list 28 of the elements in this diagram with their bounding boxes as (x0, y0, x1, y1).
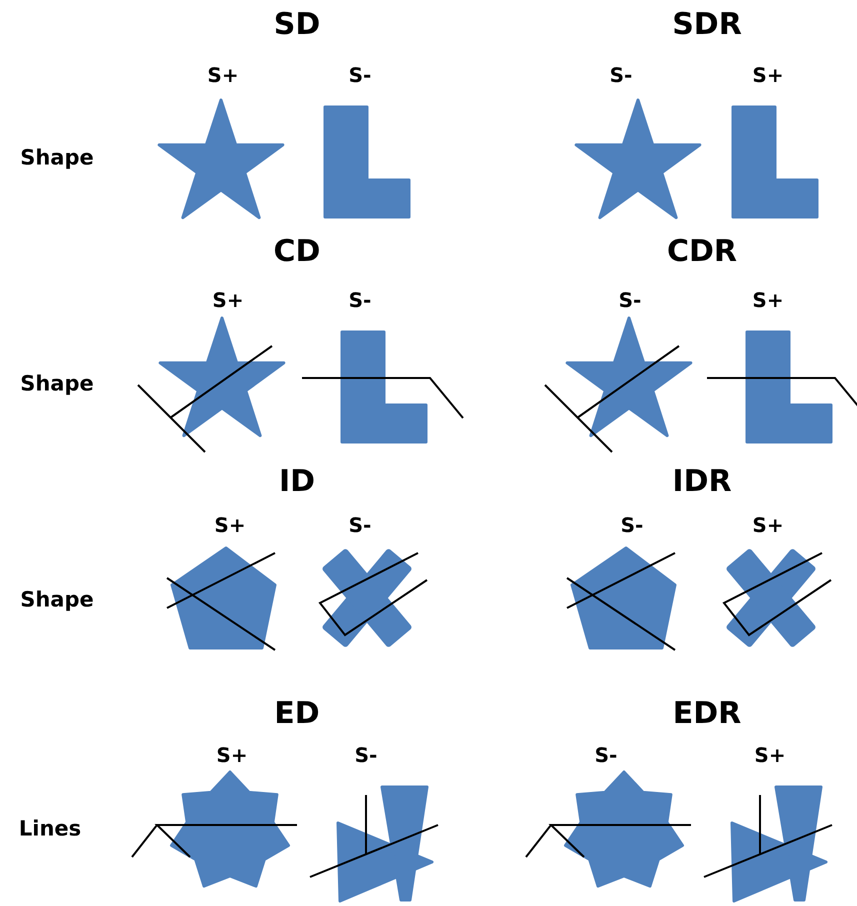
stimulus-label: S+ (752, 515, 784, 535)
row-label: Lines (18, 818, 82, 840)
stimulus-label: S- (618, 290, 642, 310)
stimulus-label: S+ (754, 745, 786, 765)
stimulus-label: S+ (216, 745, 248, 765)
stimulus-label: S+ (212, 290, 244, 310)
stimulus-label: S+ (207, 65, 239, 85)
column-heading: ID (278, 467, 316, 497)
stimulus-label: S+ (752, 65, 784, 85)
column-heading: SDR (672, 10, 742, 40)
stimulus-label: S- (610, 65, 632, 85)
stimulus-label: S- (348, 515, 372, 535)
row-label: Shape (20, 590, 94, 610)
column-heading: CD (274, 237, 320, 267)
column-heading: SD (274, 10, 320, 40)
stimulus-label: S- (348, 290, 372, 310)
stimulus-label: S+ (214, 515, 246, 535)
stimulus-label: S- (348, 65, 372, 85)
column-heading: ED (274, 699, 320, 729)
row-label: Shape (20, 148, 94, 168)
stimulus-label: S- (354, 745, 378, 765)
row-label: Shape (20, 374, 94, 394)
stimulus-label: S+ (752, 290, 784, 310)
column-heading: IDR (672, 467, 732, 497)
column-heading: EDR (672, 699, 742, 729)
column-heading: CDR (666, 237, 738, 267)
stimulus-label: S- (620, 515, 644, 535)
stimulus-label: S- (594, 745, 618, 765)
